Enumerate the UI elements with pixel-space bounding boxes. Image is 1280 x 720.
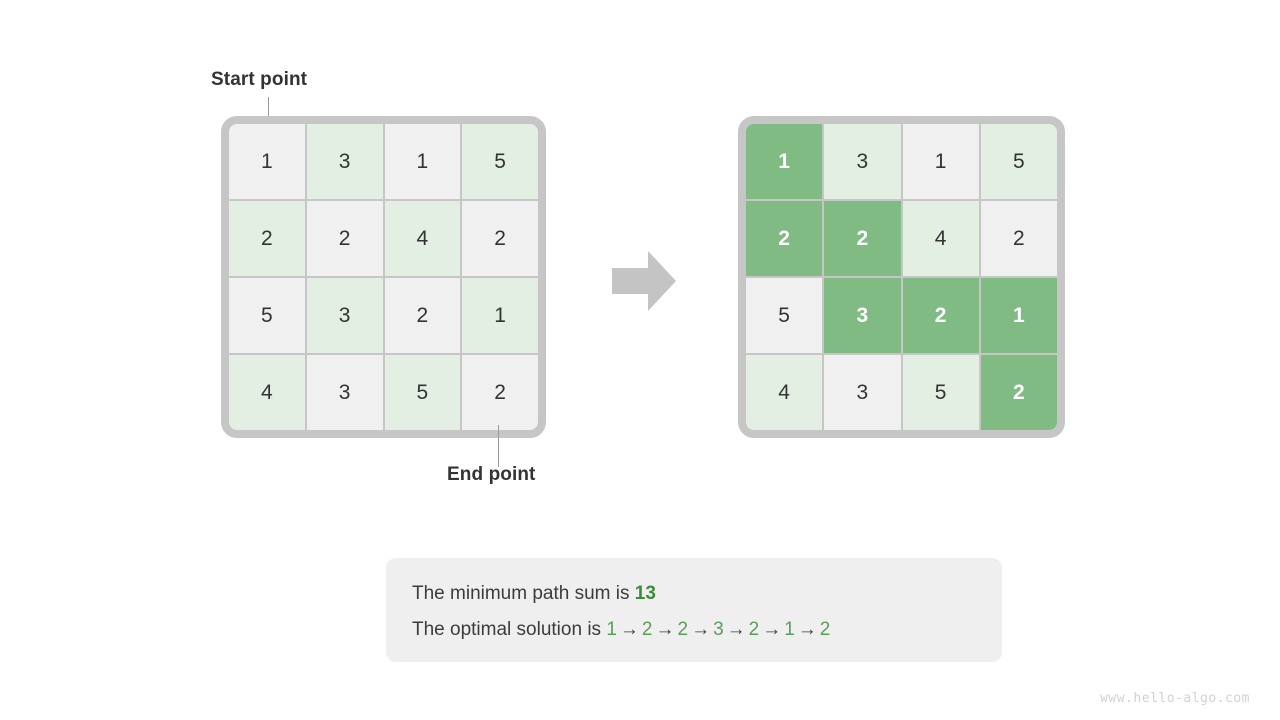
input-grid-cell-r1-c2: 4 bbox=[384, 201, 461, 276]
input-grid-cell-r1-c1: 2 bbox=[306, 201, 383, 276]
path-arrow-2: → bbox=[691, 619, 711, 640]
solution-grid-cell-r1-c3: 2 bbox=[980, 201, 1057, 276]
solution-grid-cell-r3-c1: 3 bbox=[824, 355, 901, 430]
start-point-label: Start point bbox=[211, 69, 308, 90]
input-grid-cell-r2-c0: 5 bbox=[229, 278, 305, 353]
caption-line-sum: The minimum path sum is 13 bbox=[412, 576, 976, 612]
path-arrow-3: → bbox=[726, 619, 746, 640]
input-grid-cell-r1-c0: 2 bbox=[229, 201, 305, 276]
input-grid-cell-r0-c2: 1 bbox=[384, 124, 461, 199]
input-grid-cell-r2-c2: 2 bbox=[384, 278, 461, 353]
path-step-5: 1 bbox=[784, 619, 795, 640]
input-grid-cell-r3-c0: 4 bbox=[229, 355, 305, 430]
solution-grid-cell-r3-c0: 4 bbox=[746, 355, 823, 430]
input-grid-cell-r1-c3: 2 bbox=[462, 201, 538, 276]
solution-grid-cell-r2-c1: 3 bbox=[824, 278, 901, 353]
path-step-0: 1 bbox=[606, 619, 617, 640]
caption-solution-prefix: The optimal solution is bbox=[412, 619, 607, 640]
path-arrow-1: → bbox=[655, 619, 675, 640]
path-step-1: 2 bbox=[641, 619, 653, 640]
input-grid-cell-r2-c1: 3 bbox=[306, 278, 383, 353]
solution-grid-cell-r2-c2: 2 bbox=[902, 278, 979, 353]
solution-grid-cell-r0-c2: 1 bbox=[902, 124, 979, 199]
path-arrow-5: → bbox=[797, 619, 817, 640]
path-step-4: 2 bbox=[748, 619, 760, 640]
input-grid-cell-r3-c1: 3 bbox=[306, 355, 383, 430]
solution-grid-cell-r3-c2: 5 bbox=[902, 355, 979, 430]
caption-path-sequence: 1→2→2→3→2→1→2 bbox=[606, 619, 830, 640]
watermark: www.hello-algo.com bbox=[1100, 691, 1250, 706]
solution-grid-cell-r2-c3: 1 bbox=[980, 278, 1057, 353]
path-arrow-4: → bbox=[762, 619, 782, 640]
input-grid-cell-r3-c3: 2 bbox=[462, 355, 538, 430]
solution-grid-cell-r3-c3: 2 bbox=[980, 355, 1057, 430]
solution-grid-cell-r1-c2: 4 bbox=[902, 201, 979, 276]
solution-grid-cell-r2-c0: 5 bbox=[746, 278, 823, 353]
end-point-leader-line bbox=[498, 425, 499, 467]
input-grid-cell-r2-c3: 1 bbox=[462, 278, 538, 353]
path-arrow-0: → bbox=[619, 619, 639, 640]
end-point-label: End point bbox=[447, 464, 536, 485]
solution-grid-cell-r0-c0: 1 bbox=[746, 124, 823, 199]
input-grid-cell-r0-c3: 5 bbox=[462, 124, 538, 199]
input-grid-cell-r3-c2: 5 bbox=[384, 355, 461, 430]
input-grid-cell-r0-c1: 3 bbox=[306, 124, 383, 199]
caption-line-solution: The optimal solution is 1→2→2→3→2→1→2 bbox=[412, 612, 976, 648]
path-step-3: 3 bbox=[713, 619, 724, 640]
caption-sum-prefix: The minimum path sum is bbox=[412, 583, 635, 604]
right-arrow-icon bbox=[610, 250, 678, 312]
input-grid-cell-r0-c0: 1 bbox=[229, 124, 305, 199]
caption-box: The minimum path sum is 13 The optimal s… bbox=[386, 558, 1002, 662]
solution-grid-cell-r1-c0: 2 bbox=[746, 201, 823, 276]
path-step-2: 2 bbox=[677, 619, 689, 640]
solution-grid-cell-r1-c1: 2 bbox=[824, 201, 901, 276]
solution-grid-cell-r0-c1: 3 bbox=[824, 124, 901, 199]
caption-sum-value: 13 bbox=[634, 583, 656, 604]
solution-grid-cell-r0-c3: 5 bbox=[980, 124, 1057, 199]
path-step-6: 2 bbox=[819, 619, 831, 640]
